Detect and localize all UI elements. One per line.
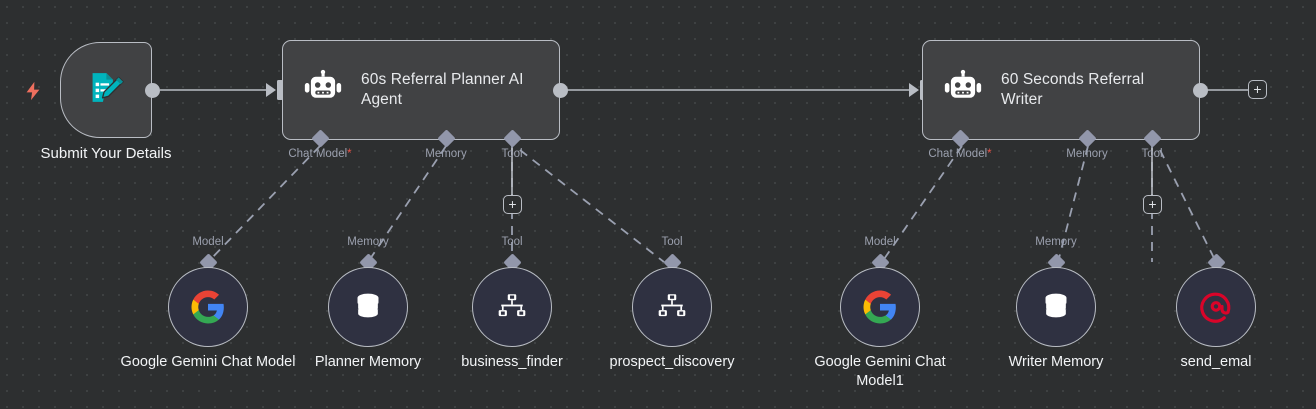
- node-send-emal[interactable]: [1176, 267, 1256, 347]
- form-pencil-icon: [83, 67, 129, 113]
- node-caption-writer-memory: Writer Memory: [1008, 354, 1104, 370]
- port-label-tool-agent-1: Tool: [501, 148, 523, 160]
- node-60s-referral-planner-ai-agent[interactable]: 60s Referral Planner AI Agent: [282, 40, 560, 140]
- node-planner-memory[interactable]: [328, 267, 408, 347]
- google-g-icon: [862, 289, 898, 325]
- output-port-trigger[interactable]: [145, 83, 160, 98]
- node-google-gemini-chat-model[interactable]: [168, 267, 248, 347]
- output-port-agent-1[interactable]: [553, 83, 568, 98]
- node-caption-submit-your-details: Submit Your Details: [40, 145, 172, 162]
- port-label-tool-business-finder: Tool: [501, 236, 523, 248]
- port-label-chat-model-agent-1: Chat Model*: [288, 148, 352, 160]
- node-writer-memory[interactable]: [1016, 267, 1096, 347]
- port-label-tool-agent-2: Tool: [1141, 148, 1163, 160]
- port-label-tool-prospect-discovery: Tool: [661, 236, 683, 248]
- node-business-finder[interactable]: [472, 267, 552, 347]
- google-g-icon: [190, 289, 226, 325]
- node-60-seconds-referral-writer[interactable]: 60 Seconds Referral Writer: [922, 40, 1200, 140]
- node-caption-prospect-discovery: prospect_discovery: [609, 354, 735, 370]
- at-sign-icon: [1198, 289, 1234, 325]
- input-arrow-agent-1: [266, 80, 283, 100]
- add-next-node-button[interactable]: +: [1248, 80, 1267, 99]
- add-tool-button-agent-1[interactable]: +: [503, 195, 522, 214]
- node-submit-your-details[interactable]: [60, 42, 152, 138]
- add-tool-button-agent-2[interactable]: +: [1143, 195, 1162, 214]
- required-asterisk: *: [347, 148, 352, 160]
- node-prospect-discovery[interactable]: [632, 267, 712, 347]
- port-label-model-gemini: Model: [192, 236, 224, 248]
- robot-icon: [941, 68, 985, 112]
- robot-icon: [301, 68, 345, 112]
- required-asterisk: *: [987, 148, 992, 160]
- node-caption-google-gemini-chat-model: Google Gemini Chat Model: [120, 354, 296, 370]
- port-label-memory-agent-1: Memory: [425, 148, 467, 160]
- sitemap-icon: [655, 290, 689, 324]
- port-label-memory-writer: Memory: [1035, 236, 1077, 248]
- node-caption-business-finder: business_finder: [461, 354, 563, 370]
- node-caption-send-emal: send_emal: [1180, 354, 1252, 370]
- port-label-chat-model-agent-2: Chat Model*: [928, 148, 992, 160]
- node-caption-planner-memory: Planner Memory: [314, 354, 422, 370]
- port-label-memory-agent-2: Memory: [1066, 148, 1108, 160]
- agent-title: 60 Seconds Referral Writer: [1001, 71, 1145, 108]
- database-icon: [1039, 290, 1073, 324]
- agent-title: 60s Referral Planner AI Agent: [361, 71, 524, 108]
- node-caption-google-gemini-chat-model1: Google Gemini Chat Model1: [814, 354, 946, 389]
- database-icon: [351, 290, 385, 324]
- output-port-agent-2[interactable]: [1193, 83, 1208, 98]
- sitemap-icon: [495, 290, 529, 324]
- port-label-memory-planner: Memory: [347, 236, 389, 248]
- lightning-bolt-icon: [22, 78, 44, 104]
- port-label-model-gemini1: Model: [864, 236, 896, 248]
- node-google-gemini-chat-model1[interactable]: [840, 267, 920, 347]
